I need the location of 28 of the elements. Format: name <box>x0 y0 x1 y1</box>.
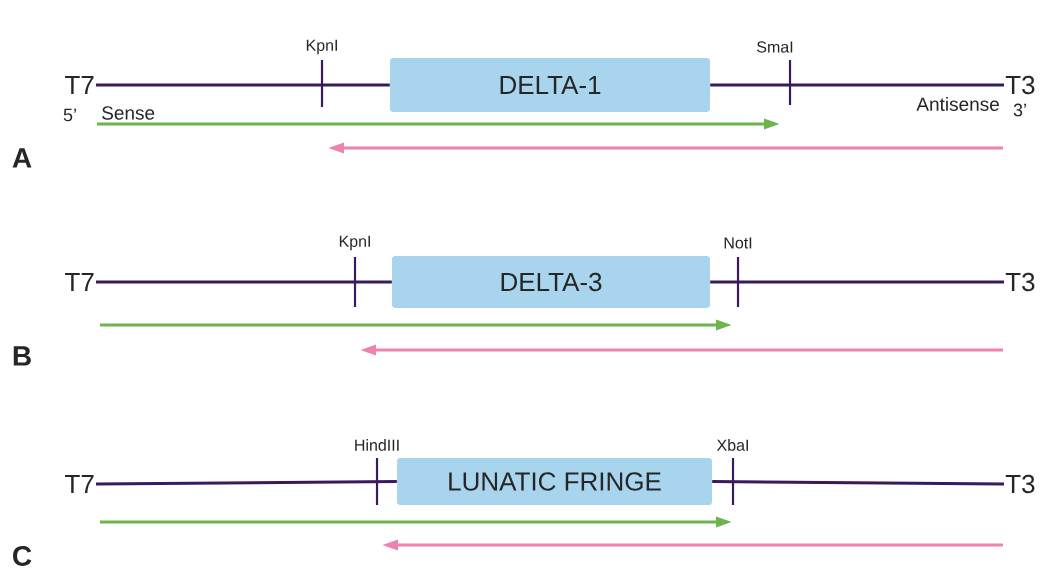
promoter-label: T7 <box>65 76 94 94</box>
site-label: HindIII <box>355 439 399 451</box>
gene-box: LUNATIC FRINGE <box>397 458 712 505</box>
backbone-line <box>710 280 1004 284</box>
site-label: XbaI <box>716 439 748 451</box>
site-label: KpnI <box>339 235 370 251</box>
site-label: KpnI <box>306 39 337 55</box>
backbone-line <box>710 83 1004 87</box>
promoter-label: T3 <box>1005 272 1035 292</box>
promoter-label: T3 <box>1005 75 1035 95</box>
backbone-line <box>712 480 1004 486</box>
site-label: SmaI <box>757 41 793 53</box>
backbone-line <box>96 480 397 486</box>
strand-label: Antisense <box>916 97 999 111</box>
end-label: 3’ <box>1013 103 1026 117</box>
strand-label: Sense <box>102 106 155 120</box>
promoter-label: T3 <box>1005 474 1035 494</box>
gene-box: DELTA-1 <box>390 58 710 112</box>
gene-box: DELTA-3 <box>392 256 710 308</box>
end-label: 5’ <box>63 108 76 122</box>
site-label: NotI <box>724 237 752 249</box>
promoter-label: T7 <box>65 273 94 291</box>
panel-letter: B <box>13 346 31 366</box>
backbone-line <box>96 83 390 87</box>
panel-letter: C <box>13 546 32 566</box>
backbone-line <box>96 280 392 284</box>
panel-letter: A <box>12 148 32 168</box>
promoter-label: T7 <box>65 475 94 493</box>
